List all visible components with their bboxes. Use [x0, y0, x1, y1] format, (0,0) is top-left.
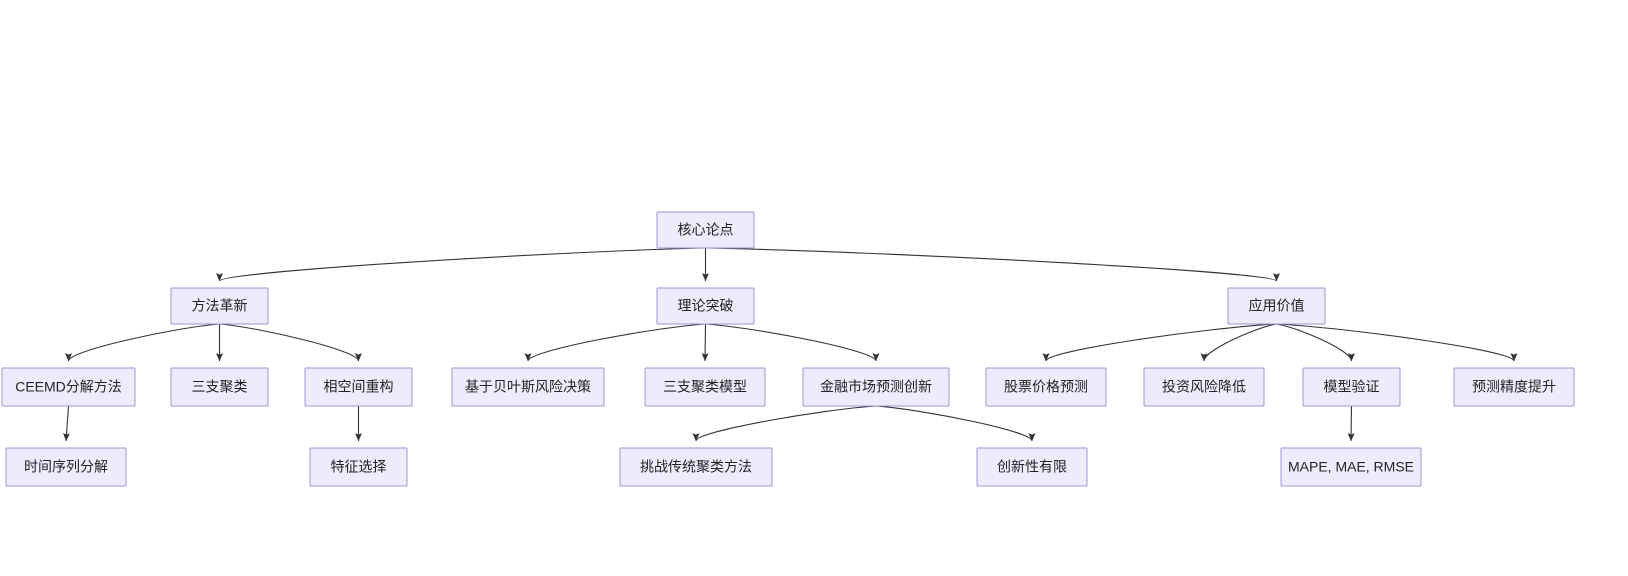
node-box-n2c2[interactable] [976, 447, 1088, 487]
edge-n2-to-n2a [524, 323, 706, 362]
node-n1c[interactable]: 相空间重构 [304, 367, 413, 407]
node-box-n1b[interactable] [170, 367, 269, 407]
node-label-n3a: 股票价格预测 [1004, 379, 1088, 395]
node-box-root[interactable] [656, 211, 755, 249]
edge-n3-to-n3d [1276, 323, 1518, 362]
node-box-n3a[interactable] [985, 367, 1107, 407]
edge-n3-to-n3b [1200, 323, 1277, 362]
node-n1b[interactable]: 三支聚类 [170, 367, 269, 407]
edge-n3-to-n3c [1276, 323, 1355, 362]
node-label-n3b: 投资风险降低 [1162, 379, 1246, 395]
node-n3b[interactable]: 投资风险降低 [1143, 367, 1265, 407]
node-box-n3c[interactable] [1302, 367, 1401, 407]
edge-n2-to-n2c [705, 323, 880, 362]
node-n1[interactable]: 方法革新 [170, 287, 269, 325]
node-label-root: 核心论点 [678, 222, 734, 238]
node-n2b[interactable]: 三支聚类模型 [644, 367, 766, 407]
node-label-n3c: 模型验证 [1324, 379, 1380, 395]
node-box-n2b[interactable] [644, 367, 766, 407]
node-n2c2[interactable]: 创新性有限 [976, 447, 1088, 487]
node-label-n3d: 预测精度提升 [1472, 379, 1556, 395]
node-label-n1: 方法革新 [192, 298, 248, 314]
node-n3c[interactable]: 模型验证 [1302, 367, 1401, 407]
node-n3c1[interactable]: MAPE, MAE, RMSE [1280, 447, 1422, 487]
node-box-n3d[interactable] [1453, 367, 1575, 407]
node-label-n2a: 基于贝叶斯风险决策 [465, 379, 591, 395]
node-label-n2b: 三支聚类模型 [663, 379, 747, 395]
node-n3[interactable]: 应用价值 [1227, 287, 1326, 325]
node-n3d[interactable]: 预测精度提升 [1453, 367, 1575, 407]
node-n2c[interactable]: 金融市场预测创新 [802, 367, 950, 407]
edge-root-to-n3 [705, 247, 1280, 282]
node-n2a[interactable]: 基于贝叶斯风险决策 [451, 367, 605, 407]
node-label-n1b: 三支聚类 [192, 379, 248, 395]
node-n2c1[interactable]: 挑战传统聚类方法 [619, 447, 773, 487]
node-label-n2c: 金融市场预测创新 [820, 379, 932, 395]
node-box-n1[interactable] [170, 287, 269, 325]
node-label-n2: 理论突破 [678, 298, 734, 314]
node-label-n3: 应用价值 [1249, 298, 1305, 314]
node-box-n2c1[interactable] [619, 447, 773, 487]
node-label-n1c1: 特征选择 [331, 459, 387, 475]
node-box-n3b[interactable] [1143, 367, 1265, 407]
edge-root-to-n1 [216, 247, 706, 282]
node-box-n1a1[interactable] [5, 447, 127, 487]
node-box-n3c1[interactable] [1280, 447, 1422, 487]
node-box-n1c[interactable] [304, 367, 413, 407]
edge-n1a-to-n1a1 [63, 405, 71, 442]
node-label-n2c1: 挑战传统聚类方法 [640, 459, 752, 475]
node-label-n3c1: MAPE, MAE, RMSE [1288, 459, 1414, 475]
node-label-n1a: CEEMD分解方法 [15, 379, 122, 395]
node-root[interactable]: 核心论点 [656, 211, 755, 249]
node-box-n1c1[interactable] [309, 447, 408, 487]
node-n1a[interactable]: CEEMD分解方法 [1, 367, 136, 407]
edge-n1-to-n1c [219, 323, 362, 362]
node-box-n1a[interactable] [1, 367, 136, 407]
edge-n2c-to-n2c2 [875, 405, 1036, 442]
edge-layer [63, 247, 1518, 442]
edge-n1-to-n1a [65, 323, 220, 362]
node-n1a1[interactable]: 时间序列分解 [5, 447, 127, 487]
node-label-n1c: 相空间重构 [324, 379, 394, 395]
node-box-n2[interactable] [656, 287, 755, 325]
edge-n3c-to-n3c1 [1347, 405, 1355, 442]
node-box-n2a[interactable] [451, 367, 605, 407]
node-label-n1a1: 时间序列分解 [24, 459, 108, 475]
node-n2[interactable]: 理论突破 [656, 287, 755, 325]
node-box-n2c[interactable] [802, 367, 950, 407]
node-n3a[interactable]: 股票价格预测 [985, 367, 1107, 407]
node-n1c1[interactable]: 特征选择 [309, 447, 408, 487]
node-box-n3[interactable] [1227, 287, 1326, 325]
edge-n3-to-n3a [1042, 323, 1277, 362]
edge-n2-to-n2b [701, 323, 709, 362]
node-label-n2c2: 创新性有限 [997, 459, 1067, 475]
edge-n2c-to-n2c1 [692, 405, 877, 442]
